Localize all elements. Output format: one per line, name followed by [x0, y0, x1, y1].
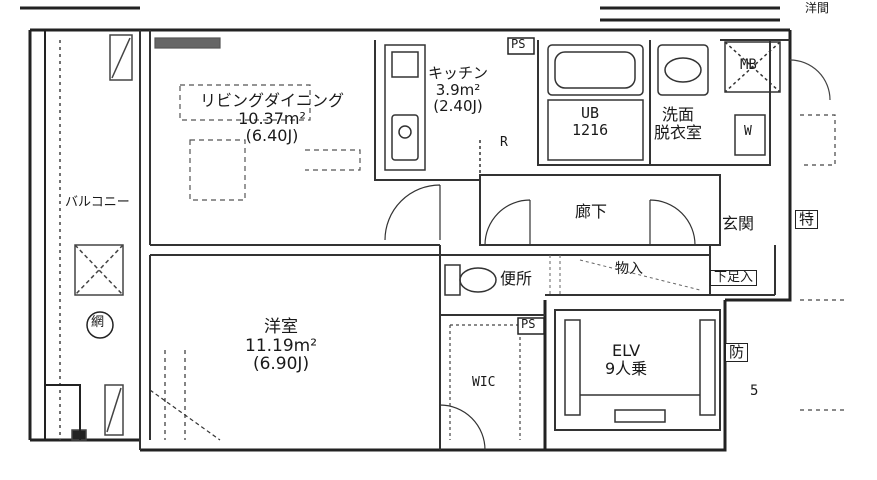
balcony-wall	[44, 30, 81, 440]
washer-text: W	[744, 124, 752, 139]
wic-shelves	[449, 324, 521, 440]
fire-mark: 防	[725, 343, 749, 362]
western-area: 11.19m²	[245, 335, 318, 356]
label-elevator: ELV 9人乗	[605, 342, 647, 377]
bath-fixtures	[547, 44, 644, 161]
elevator-capacity: 9人乗	[605, 358, 648, 378]
label-shoe-box: 下足入	[710, 270, 758, 287]
label-living: リビングダイニング 10.37m² (6.40J)	[200, 92, 344, 145]
kitchen-fixtures	[384, 44, 481, 175]
washroom-name-1: 洗面	[662, 105, 695, 124]
ps-label-mid: PS	[521, 317, 536, 331]
ps-mid-text: PS	[521, 317, 536, 331]
label-entrance: 玄関	[722, 215, 754, 233]
shoe-box-name: 下足入	[714, 270, 754, 285]
fridge-label: R	[500, 135, 508, 150]
washroom-fixtures	[657, 44, 766, 156]
fridge-text: R	[500, 135, 508, 150]
washer-label: W	[744, 124, 752, 139]
western-jo: (6.90J)	[252, 354, 310, 375]
bath-code: UB	[581, 104, 600, 122]
fire-text: 防	[729, 343, 745, 361]
mb-box	[724, 41, 781, 93]
special-text: 特	[799, 210, 815, 228]
storage-name: 物入	[615, 261, 643, 277]
label-kitchen: キッチン 3.9m² (2.40J)	[428, 65, 488, 115]
balcony-name: バルコニー	[65, 195, 130, 210]
wic-name: WIC	[472, 375, 496, 390]
top-right-text: 洋間	[805, 1, 830, 15]
hallway-name: 廊下	[575, 202, 608, 221]
net-mark: 網	[91, 315, 105, 330]
bath-size: 1216	[572, 120, 609, 139]
special-mark: 特	[795, 210, 819, 229]
western-name: 洋室	[264, 317, 299, 337]
living-jo: (6.40J)	[245, 126, 299, 146]
floor-number-text: 5	[750, 383, 759, 399]
ps-box-mid	[517, 317, 545, 335]
toilet-name: 便所	[500, 269, 533, 288]
living-area: 10.37m²	[238, 108, 306, 128]
label-washroom: 洗面 脱衣室	[654, 106, 702, 141]
net-text: 網	[91, 315, 105, 330]
storage-hatch	[549, 255, 701, 295]
doors	[149, 184, 696, 451]
washroom-name-2: 脱衣室	[654, 122, 703, 142]
label-hallway: 廊下	[575, 203, 607, 221]
interior-walls	[139, 30, 790, 450]
floor-number: 5	[750, 383, 759, 399]
neighbor-fragment	[789, 59, 845, 411]
label-wic: WIC	[472, 375, 496, 390]
entrance-name: 玄関	[722, 214, 755, 233]
kitchen-jo: (2.40J)	[433, 97, 483, 115]
kitchen-area: 3.9m²	[435, 80, 481, 99]
vent-net-icon	[86, 311, 114, 339]
label-toilet: 便所	[500, 270, 532, 288]
ps-label-top: PS	[511, 37, 526, 51]
kitchen-name: キッチン	[428, 64, 489, 82]
ps-top-text: PS	[511, 37, 526, 51]
elevator-name: ELV	[611, 341, 641, 360]
label-balcony: バルコニー	[65, 195, 130, 210]
living-name: リビングダイニング	[200, 91, 345, 110]
label-western: 洋室 11.19m² (6.90J)	[245, 318, 317, 374]
outer-walls	[20, 6, 792, 452]
living-furniture	[154, 37, 361, 201]
label-bath: UB 1216	[572, 105, 608, 138]
ps-box-top	[507, 37, 535, 55]
toilet-fixture	[444, 264, 497, 296]
label-storage: 物入	[615, 261, 643, 277]
mb-text: MB	[740, 57, 757, 73]
top-right-label: 洋間	[805, 1, 830, 15]
mb-label: MB	[740, 57, 757, 73]
elevator-shaft	[564, 319, 716, 423]
